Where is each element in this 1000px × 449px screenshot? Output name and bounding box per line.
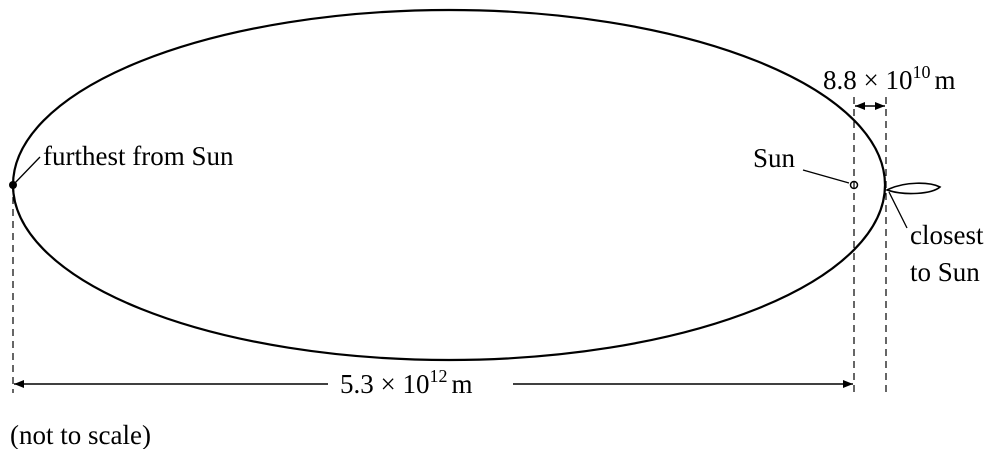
sun-leader-line — [802, 169, 850, 184]
not-to-scale-note: (not to scale) — [10, 420, 151, 449]
comet-tail — [884, 182, 942, 195]
sun-label: Sun — [753, 143, 796, 173]
orbit-ellipse — [11, 8, 887, 362]
closest-label-line2: to Sun — [910, 257, 980, 287]
furthest-leader-line — [12, 156, 41, 186]
closest-label-line1: closest — [910, 220, 984, 250]
furthest-label: furthest from Sun — [43, 141, 234, 171]
closest-leader-line — [888, 191, 908, 229]
